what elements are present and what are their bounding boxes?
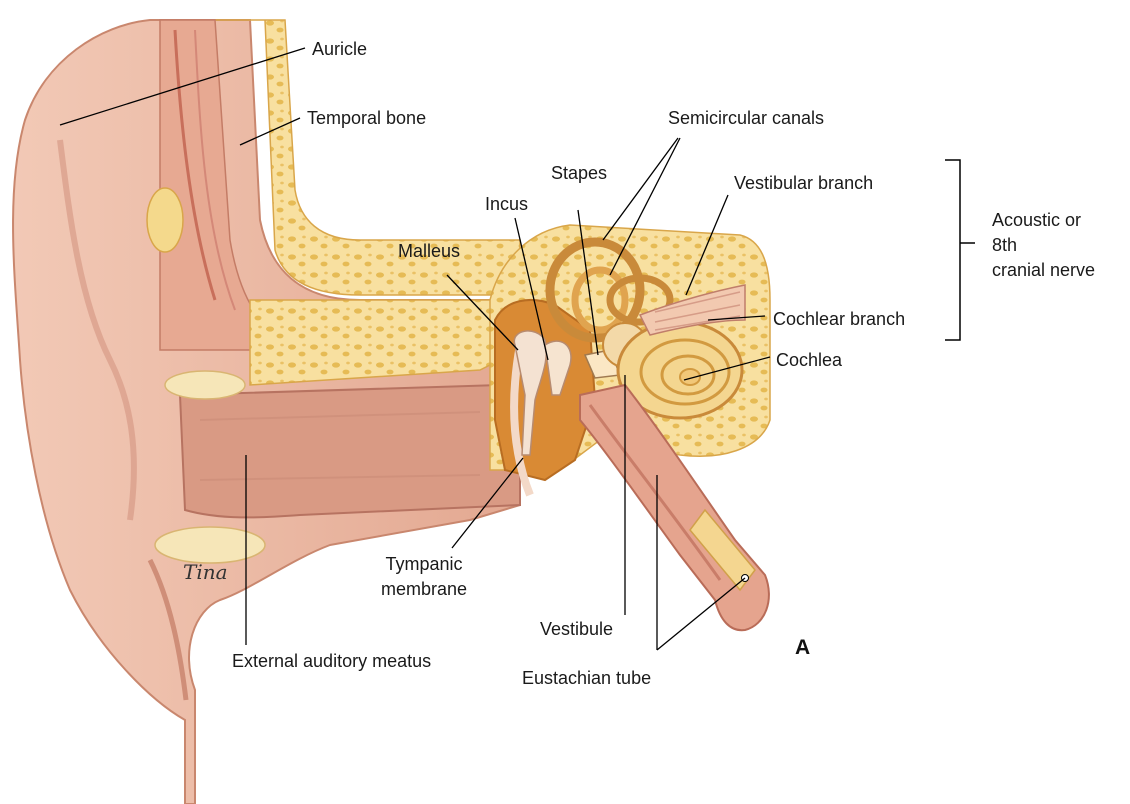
label-tympanic-membrane-1: Tympanic — [370, 553, 478, 575]
artist-signature: Tina — [183, 560, 228, 584]
label-incus: Incus — [485, 193, 528, 215]
label-eustachian-tube: Eustachian tube — [522, 667, 651, 689]
label-acoustic-nerve-2: 8th — [992, 234, 1017, 256]
label-auricle: Auricle — [312, 38, 367, 60]
label-vestibular-branch: Vestibular branch — [734, 172, 873, 194]
label-cochlea: Cochlea — [776, 349, 842, 371]
label-semicircular-canals: Semicircular canals — [668, 107, 824, 129]
label-cochlear-branch: Cochlear branch — [773, 308, 905, 330]
label-external-auditory-meatus: External auditory meatus — [232, 650, 431, 672]
label-acoustic-nerve-3: cranial nerve — [992, 259, 1095, 281]
label-malleus: Malleus — [398, 240, 460, 262]
label-acoustic-nerve-1: Acoustic or — [992, 209, 1081, 231]
label-temporal-bone: Temporal bone — [307, 107, 426, 129]
label-vestibule: Vestibule — [540, 618, 613, 640]
label-stapes: Stapes — [551, 162, 607, 184]
label-tympanic-membrane-2: membrane — [370, 578, 478, 600]
acoustic-nerve-bracket — [945, 160, 975, 340]
panel-letter: A — [795, 636, 810, 660]
ear-canal — [180, 385, 520, 517]
